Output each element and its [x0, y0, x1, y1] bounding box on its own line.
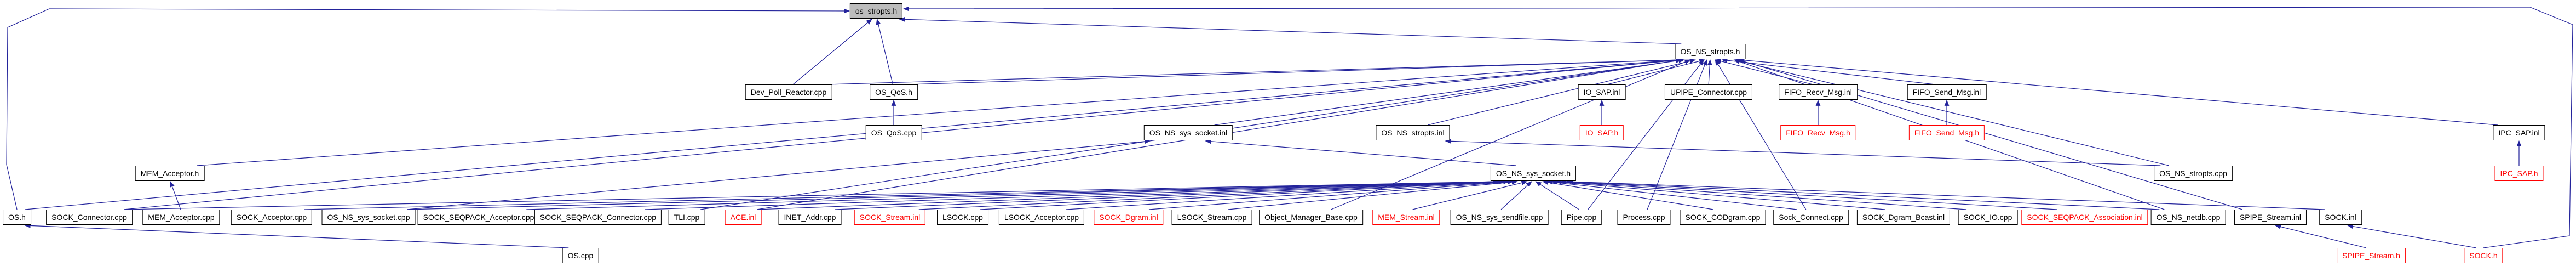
- edge-SOCK_inl-to-OS_NS_sys_socket_h: [1567, 179, 2325, 210]
- edge-OS_cpp-to-OS_h: [24, 223, 569, 248]
- graph-node-OS_NS_stropts_inl[interactable]: OS_NS_stropts.inl: [1376, 125, 1450, 140]
- graph-node-MEM_Acceptor_h[interactable]: MEM_Acceptor.h: [135, 166, 205, 181]
- graph-node-FIFO_Recv_Msg_h[interactable]: FIFO_Recv_Msg.h: [1780, 125, 1856, 140]
- edge-SOCK_h-to-os_stropts_h: [902, 6, 2573, 248]
- edge-OS_h-to-os_stropts_h: [6, 8, 850, 210]
- edge-ACE_inl-to-OS_NS_sys_socket_h: [757, 179, 1499, 210]
- edge-SOCK_h-to-SOCK_inl: [2347, 224, 2477, 248]
- graph-node-SOCK_Dgram_inl[interactable]: SOCK_Dgram.inl: [1094, 210, 1164, 225]
- edge-OS_QoS_h-to-OS_NS_stropts_h: [909, 57, 1682, 85]
- edge-SOCK_Acceptor_cpp-to-OS_NS_sys_socket_h: [304, 179, 1499, 210]
- edge-SOCK_SEQPACK_Connector_cpp-to-OS_NS_sys_socket_h: [645, 179, 1499, 210]
- graph-node-SOCK_SEQPACK_Acceptor_cpp[interactable]: SOCK_SEQPACK_Acceptor.cpp: [417, 210, 540, 225]
- edge-MEM_Stream_inl-to-OS_NS_sys_socket_h: [1412, 180, 1528, 210]
- graph-node-OS_NS_sys_socket_h[interactable]: OS_NS_sys_socket.h: [1490, 166, 1577, 181]
- edge-OS_h-to-OS_NS_stropts_h: [25, 58, 1682, 210]
- edge-OS_NS_netdb_cpp-to-OS_NS_sys_socket_h: [1565, 179, 2160, 210]
- graph-node-Process_cpp[interactable]: Process.cpp: [1617, 210, 1671, 225]
- graph-node-Pipe_cpp[interactable]: Pipe.cpp: [1561, 210, 1602, 225]
- graph-node-IPC_SAP_inl[interactable]: IPC_SAP.inl: [2493, 125, 2545, 140]
- graph-node-IO_SAP_inl[interactable]: IO_SAP.inl: [1578, 84, 1626, 100]
- edge-Dev_Poll_Reactor_cpp-to-os_stropts_h: [792, 19, 872, 85]
- edge-INET_Addr_cpp-to-OS_NS_sys_socket_h: [835, 179, 1499, 210]
- graph-node-OS_NS_stropts_cpp[interactable]: OS_NS_stropts.cpp: [2154, 166, 2233, 181]
- edge-SOCK_SEQPACK_Association_inl-to-OS_NS_sys_socket_h: [1560, 179, 2057, 210]
- graph-node-UPIPE_Connector_cpp[interactable]: UPIPE_Connector.cpp: [1664, 84, 1753, 100]
- graph-node-ACE_inl[interactable]: ACE.inl: [725, 210, 762, 225]
- graph-node-SOCK_Connector_cpp[interactable]: SOCK_Connector.cpp: [46, 210, 133, 225]
- graph-node-MEM_Acceptor_cpp[interactable]: MEM_Acceptor.cpp: [142, 210, 220, 225]
- edge-MEM_Acceptor_cpp-to-MEM_Acceptor_h: [170, 180, 181, 210]
- edge-MEM_Acceptor_h-to-OS_NS_stropts_h: [197, 58, 1682, 166]
- edge-LSOCK_Acceptor_cpp-to-OS_NS_sys_socket_h: [1066, 179, 1510, 210]
- edge-IPC_SAP_inl-to-OS_NS_stropts_h: [1738, 58, 2498, 126]
- graph-node-SOCK_inl[interactable]: SOCK.inl: [2319, 210, 2362, 225]
- edge-Pipe_cpp-to-OS_NS_sys_socket_h: [1535, 181, 1579, 210]
- graph-node-OS_h[interactable]: OS.h: [3, 210, 31, 225]
- edge-SOCK_Stream_inl-to-OS_NS_sys_socket_h: [918, 179, 1502, 210]
- edge-SOCK_SEQPACK_Acceptor_cpp-to-OS_NS_sys_socket_h: [526, 179, 1499, 210]
- edge-SOCK_IO_cpp-to-OS_NS_sys_socket_h: [1555, 179, 1967, 210]
- graph-node-OS_NS_sys_socket_inl[interactable]: OS_NS_sys_socket.inl: [1143, 125, 1233, 140]
- graph-node-OS_cpp[interactable]: OS.cpp: [562, 248, 599, 263]
- graph-node-SOCK_SEQPACK_Connector_cpp[interactable]: SOCK_SEQPACK_Connector.cpp: [534, 210, 662, 225]
- edge-UPIPE_Connector_cpp-to-OS_NS_stropts_h: [1707, 59, 1712, 85]
- graph-node-OS_NS_stropts_h[interactable]: OS_NS_stropts.h: [1675, 44, 1746, 59]
- edge-OS_NS_sys_socket_cpp-to-OS_NS_sys_socket_inl: [406, 139, 1151, 210]
- graph-node-LSOCK_Stream_cpp[interactable]: LSOCK_Stream.cpp: [1171, 210, 1252, 225]
- graph-node-FIFO_Send_Msg_inl[interactable]: FIFO_Send_Msg.inl: [1907, 84, 1987, 100]
- edge-OS_QoS_h-to-os_stropts_h: [876, 18, 893, 85]
- graph-node-SOCK_CODgram_cpp[interactable]: SOCK_CODgram.cpp: [1680, 210, 1766, 225]
- graph-node-MEM_Stream_inl[interactable]: MEM_Stream.inl: [1372, 210, 1440, 225]
- edge-LSOCK_Stream_cpp-to-OS_NS_sys_socket_h: [1228, 179, 1518, 210]
- edge-OS_NS_stropts_cpp-to-OS_NS_stropts_h: [1734, 59, 2170, 166]
- edge-OS_NS_sys_socket_cpp-to-OS_NS_sys_socket_h: [406, 179, 1499, 210]
- edge-SOCK_Dgram_inl-to-OS_NS_sys_socket_h: [1148, 179, 1514, 210]
- edge-OS_NS_stropts_inl-to-OS_NS_stropts_h: [1428, 59, 1696, 126]
- graph-node-SOCK_Stream_inl[interactable]: SOCK_Stream.inl: [854, 210, 926, 225]
- graph-node-Object_Manager_Base_cpp[interactable]: Object_Manager_Base.cpp: [1259, 210, 1363, 225]
- graph-node-SOCK_Acceptor_cpp[interactable]: SOCK_Acceptor.cpp: [231, 210, 313, 225]
- edge-LSOCK_cpp-to-OS_NS_sys_socket_h: [980, 179, 1505, 210]
- graph-node-OS_NS_netdb_cpp[interactable]: OS_NS_netdb.cpp: [2150, 210, 2226, 225]
- edge-SOCK_Dgram_Bcast_inl-to-OS_NS_sys_socket_h: [1551, 179, 1885, 210]
- graph-node-SOCK_Dgram_Bcast_inl[interactable]: SOCK_Dgram_Bcast.inl: [1856, 210, 1951, 225]
- graph-node-SOCK_SEQPACK_Association_inl[interactable]: SOCK_SEQPACK_Association.inl: [2021, 210, 2148, 225]
- graph-node-FIFO_Recv_Msg_inl[interactable]: FIFO_Recv_Msg.inl: [1779, 84, 1858, 100]
- graph-node-IPC_SAP_h[interactable]: IPC_SAP.h: [2494, 166, 2544, 181]
- graph-node-OS_QoS_h[interactable]: OS_QoS.h: [870, 84, 918, 100]
- graph-node-OS_NS_sys_sendfile_cpp[interactable]: OS_NS_sys_sendfile.cpp: [1450, 210, 1549, 225]
- graph-node-INET_Addr_cpp[interactable]: INET_Addr.cpp: [778, 210, 842, 225]
- edge-OS_NS_sys_socket_h-to-OS_NS_sys_socket_inl: [1205, 139, 1516, 166]
- edge-SOCK_CODgram_cpp-to-OS_NS_sys_socket_h: [1542, 180, 1714, 210]
- edge-SOCK_Connector_cpp-to-OS_NS_sys_socket_h: [124, 179, 1499, 210]
- graph-node-IO_SAP_h[interactable]: IO_SAP.h: [1579, 125, 1624, 140]
- graph-node-SPIPE_Stream_inl[interactable]: SPIPE_Stream.inl: [2234, 210, 2307, 225]
- graph-node-LSOCK_cpp[interactable]: LSOCK.cpp: [937, 210, 988, 225]
- edge-OS_NS_stropts_h-to-os_stropts_h: [899, 16, 1682, 44]
- graph-node-FIFO_Send_Msg_h[interactable]: FIFO_Send_Msg.h: [1908, 125, 1985, 140]
- graph-node-SOCK_h[interactable]: SOCK.h: [2464, 248, 2503, 263]
- graph-node-SPIPE_Stream_h[interactable]: SPIPE_Stream.h: [2337, 248, 2406, 263]
- edge-FIFO_Send_Msg_inl-to-OS_NS_stropts_h: [1721, 58, 1935, 85]
- graph-node-SOCK_IO_cpp[interactable]: SOCK_IO.cpp: [1958, 210, 2018, 225]
- edge-OS_NS_stropts_cpp-to-OS_NS_stropts_inl: [1445, 138, 2161, 166]
- graph-node-LSOCK_Acceptor_cpp[interactable]: LSOCK_Acceptor.cpp: [998, 210, 1085, 225]
- graph-node-Dev_Poll_Reactor_cpp[interactable]: Dev_Poll_Reactor.cpp: [745, 84, 832, 100]
- edge-Dev_Poll_Reactor_cpp-to-OS_NS_stropts_h: [826, 57, 1682, 85]
- graph-node-Sock_Connect_cpp[interactable]: Sock_Connect.cpp: [1773, 210, 1849, 225]
- edge-OS_NS_sys_socket_inl-to-OS_NS_stropts_h: [1214, 58, 1685, 126]
- graph-node-OS_NS_sys_socket_cpp[interactable]: OS_NS_sys_socket.cpp: [321, 210, 416, 225]
- edge-SPIPE_Stream_h-to-SPIPE_Stream_inl: [2275, 224, 2366, 248]
- graph-node-os_stropts_h[interactable]: os_stropts.h: [849, 3, 903, 19]
- edge-Sock_Connect_cpp-to-OS_NS_sys_socket_h: [1546, 179, 1797, 210]
- edge-FIFO_Recv_Msg_inl-to-OS_NS_stropts_h: [1715, 59, 1813, 85]
- graph-node-TLI_cpp[interactable]: TLI.cpp: [668, 210, 705, 225]
- edge-OS_NS_sys_sendfile_cpp-to-OS_NS_sys_socket_h: [1500, 181, 1532, 210]
- graph-node-OS_QoS_cpp[interactable]: OS_QoS.cpp: [865, 125, 922, 140]
